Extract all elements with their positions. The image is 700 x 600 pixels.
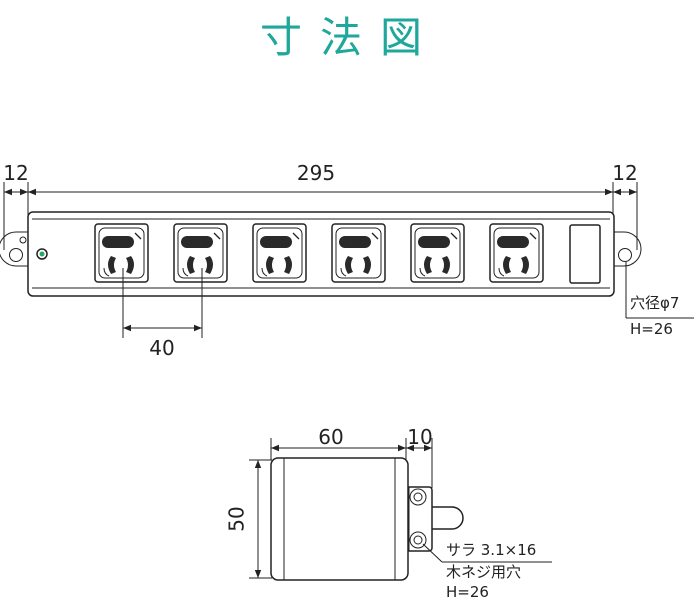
dim-width-label: 60 — [318, 425, 343, 449]
corner-mark — [134, 232, 142, 240]
left-slot — [503, 256, 511, 274]
screw-leader-line — [422, 543, 443, 563]
right-slot — [521, 256, 529, 274]
lock-mark — [498, 267, 505, 277]
top-view: 12 295 12 40 — [0, 161, 694, 360]
left-slot — [345, 256, 353, 274]
right-mounting-tab — [611, 231, 642, 267]
outlet — [489, 223, 544, 283]
upper-screw-hole-outer — [409, 488, 427, 506]
corner-mark — [292, 232, 300, 240]
upper-screw-hole-inner — [413, 492, 423, 502]
right-slot — [284, 256, 292, 274]
right-slot — [126, 256, 134, 274]
lock-mark — [261, 267, 268, 277]
side-view: 60 10 50 サラ 3.1×16 木ネジ用穴 H=26 — [225, 425, 552, 600]
corner-mark — [371, 232, 379, 240]
ground-slot — [339, 236, 371, 248]
right-slot — [363, 256, 371, 274]
left-mounting-tab — [0, 231, 30, 267]
page-title: 寸法図 — [259, 13, 440, 62]
dim-right-label: 12 — [612, 161, 637, 185]
corner-mark — [450, 232, 458, 240]
dim-height-label: 50 — [225, 506, 249, 531]
screw-mark-icon — [19, 236, 27, 244]
right-slot — [442, 256, 450, 274]
screw-hole-note: 木ネジ用穴 — [446, 563, 521, 581]
left-slot — [108, 256, 116, 274]
dim-left-label: 12 — [3, 161, 28, 185]
lock-mark — [419, 267, 426, 277]
dim-total-label: 295 — [297, 161, 335, 185]
screw-size-note: サラ 3.1×16 — [446, 541, 536, 559]
outlet — [252, 223, 307, 283]
lock-mark — [103, 267, 110, 277]
lock-mark — [182, 267, 189, 277]
power-cord — [432, 506, 464, 530]
ground-slot — [418, 236, 450, 248]
ground-slot — [102, 236, 134, 248]
outlet — [173, 223, 228, 283]
left-mounting-hole — [9, 248, 23, 262]
lower-screw-hole-outer — [409, 531, 427, 549]
corner-mark — [529, 232, 537, 240]
lower-screw-hole-inner — [413, 535, 423, 545]
left-slot — [187, 256, 195, 274]
switch — [569, 224, 601, 284]
lock-mark — [340, 267, 347, 277]
outlet — [410, 223, 465, 283]
right-mounting-hole — [618, 248, 632, 262]
left-slot — [424, 256, 432, 274]
pilot-lamp-dot — [39, 251, 45, 257]
ground-slot — [497, 236, 529, 248]
corner-mark — [213, 232, 221, 240]
ground-slot — [181, 236, 213, 248]
outlet-row — [94, 223, 544, 283]
dim-pitch-label: 40 — [149, 336, 174, 360]
right-slot — [205, 256, 213, 274]
hole-height-note: H=26 — [630, 320, 673, 338]
screw-height-note: H=26 — [446, 583, 489, 600]
dim-flange-label: 10 — [407, 425, 432, 449]
outlet — [94, 223, 149, 283]
left-slot — [266, 256, 274, 274]
hole-diameter-note: 穴径φ7 — [630, 294, 679, 312]
side-body — [270, 457, 409, 581]
ground-slot — [260, 236, 292, 248]
outlet — [331, 223, 386, 283]
